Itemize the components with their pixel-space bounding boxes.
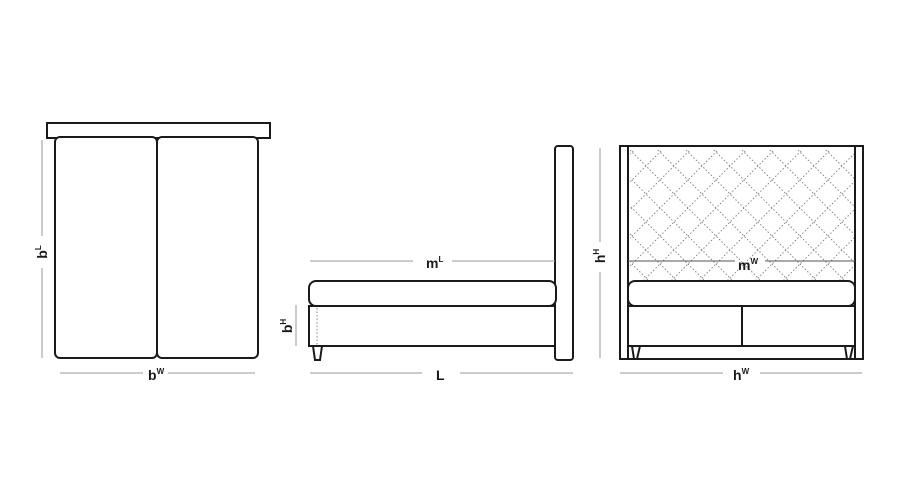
label-total-length: L	[436, 367, 445, 383]
mattress-left	[54, 136, 158, 359]
front-view: mW hH hW	[592, 145, 900, 383]
quilt-line	[882, 150, 900, 350]
label-top-width: bW	[148, 367, 165, 383]
quilt-line	[630, 150, 747, 267]
quilt-line	[630, 150, 719, 239]
quilted-pattern	[630, 150, 900, 350]
quilt-line	[698, 150, 831, 281]
left-post	[619, 145, 629, 360]
label-top-length: bL	[34, 245, 50, 259]
quilt-line	[754, 181, 854, 281]
leg	[311, 345, 324, 361]
label-headboard-height: hH	[592, 249, 608, 264]
leg	[843, 345, 855, 360]
mattress-side	[308, 280, 557, 307]
label-mattress-length: mL	[426, 255, 443, 271]
quilt-line	[782, 209, 854, 281]
quilt-line	[810, 237, 854, 281]
quilt-line	[882, 150, 900, 350]
quilt-line	[630, 150, 691, 211]
label-mattress-width: mW	[738, 257, 758, 273]
headboard-top	[46, 122, 271, 139]
mattress-front	[627, 280, 856, 307]
top-view: bL bW	[34, 122, 271, 383]
mattress-right	[156, 136, 259, 359]
quilt-line	[670, 150, 803, 281]
quilt-line	[642, 150, 775, 281]
quilt-line	[726, 153, 854, 281]
side-view: bH mL L	[279, 145, 574, 383]
right-post	[854, 145, 864, 360]
base-side	[308, 305, 556, 347]
label-headboard-width: hW	[733, 367, 750, 383]
leg	[630, 345, 642, 360]
label-base-height: bH	[279, 319, 295, 334]
headboard-side	[554, 145, 574, 361]
